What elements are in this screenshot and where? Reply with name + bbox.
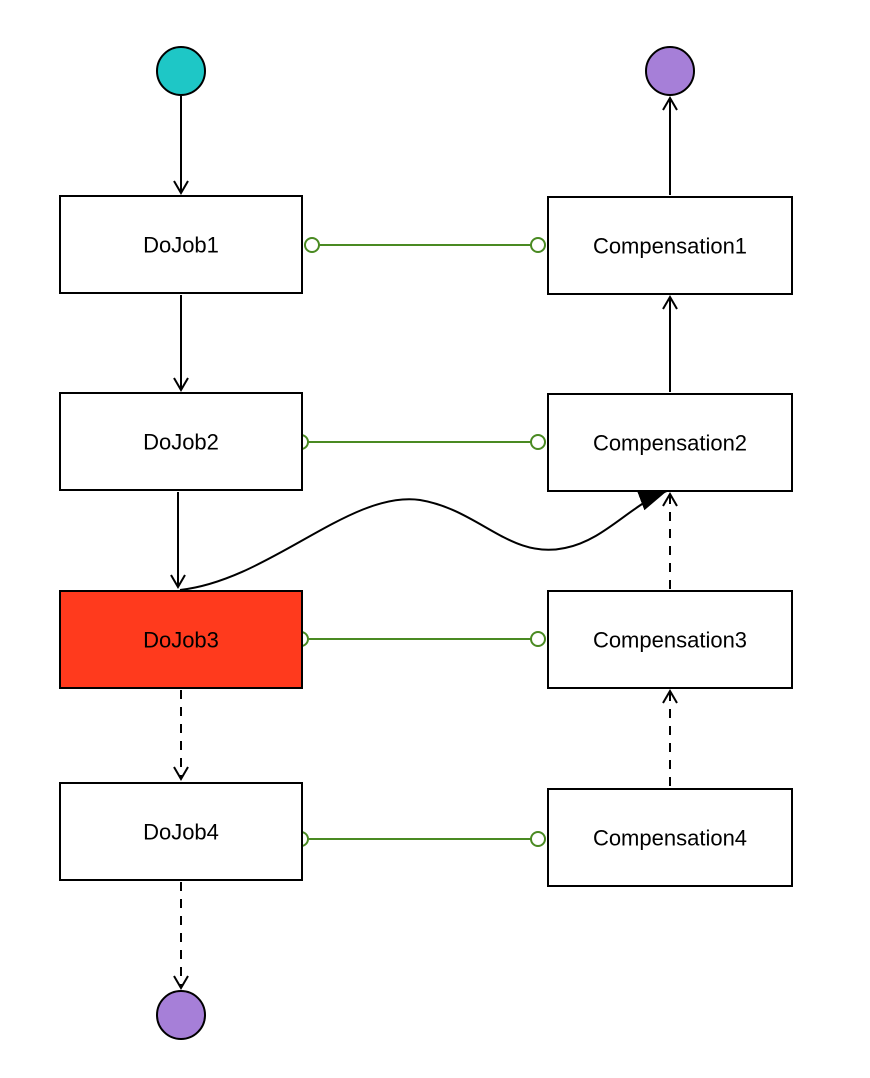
link-endpoint-icon (530, 434, 546, 450)
end-node-jobs (156, 990, 206, 1040)
compensation-link-3 (293, 631, 546, 647)
compensation-box-1[interactable]: Compensation1 (547, 196, 793, 295)
compensation-label: Compensation3 (593, 628, 747, 653)
job-label: DoJob2 (143, 430, 219, 455)
link-endpoint-icon (304, 237, 320, 253)
job-label: DoJob1 (143, 233, 219, 258)
failure-curve-arrow (179, 490, 668, 591)
compensation-link-4 (293, 831, 546, 847)
job-box-dojob2[interactable]: DoJob2 (59, 392, 303, 491)
job-box-dojob3[interactable]: DoJob3 (59, 590, 303, 689)
compensation-link-1 (304, 237, 546, 253)
compensation-box-2[interactable]: Compensation2 (547, 393, 793, 492)
job-box-dojob1[interactable]: DoJob1 (59, 195, 303, 294)
compensation-label: Compensation2 (593, 431, 747, 456)
link-endpoint-icon (530, 631, 546, 647)
start-node (156, 46, 206, 96)
job-label: DoJob4 (143, 820, 219, 845)
link-endpoint-icon (530, 237, 546, 253)
compensation-label: Compensation4 (593, 826, 747, 851)
link-endpoint-icon (530, 831, 546, 847)
job-label: DoJob3 (143, 628, 219, 653)
compensation-link-2 (293, 434, 546, 450)
job-box-dojob4[interactable]: DoJob4 (59, 782, 303, 881)
compensation-box-4[interactable]: Compensation4 (547, 788, 793, 887)
end-node-compensation (645, 46, 695, 96)
compensation-label: Compensation1 (593, 234, 747, 259)
compensation-box-3[interactable]: Compensation3 (547, 590, 793, 689)
